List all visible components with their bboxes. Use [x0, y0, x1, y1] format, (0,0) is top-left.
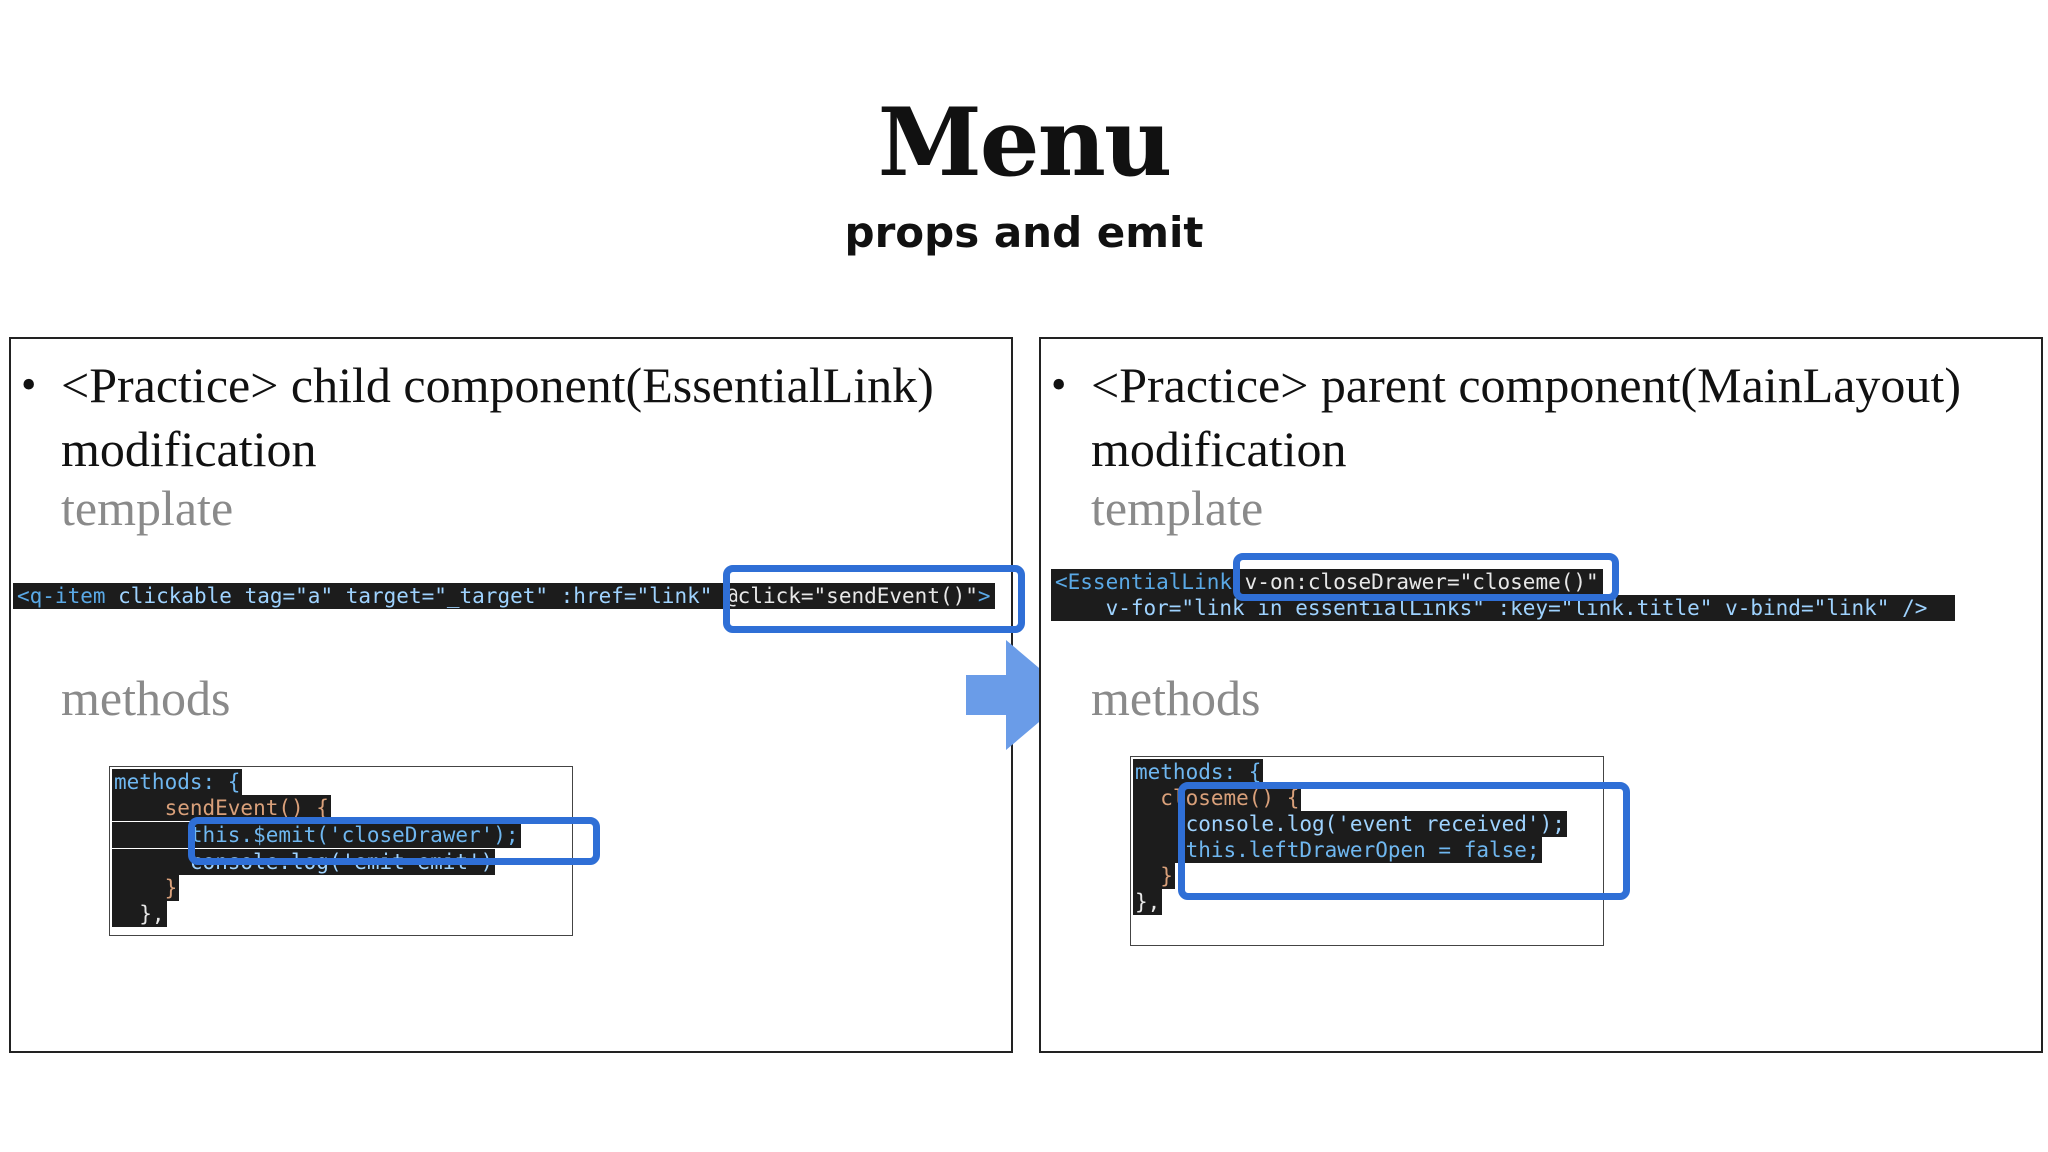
bullet-icon: •: [21, 360, 37, 409]
slide-subtitle: props and emit: [844, 208, 1204, 257]
code-line: }: [1133, 863, 1175, 889]
code-attrs: clickable tag="a" target="_target" :href…: [105, 584, 726, 608]
closeme-highlight-box: [1178, 782, 1630, 900]
panel-heading: <Practice> child component(EssentialLink…: [61, 357, 934, 477]
code-line: console.log('event received');: [1133, 811, 1567, 837]
code-line: sendEvent() {: [112, 795, 331, 821]
code-tag: <EssentialLink: [1055, 570, 1233, 594]
methods-label: methods: [1091, 670, 1261, 726]
code-line: },: [112, 901, 167, 927]
bullet-icon: •: [1051, 360, 1067, 409]
code-line: this.$emit('closeDrawer');: [112, 822, 521, 848]
emit-highlight-box: [188, 817, 600, 865]
code-click-attr: @click="sendEvent()": [725, 584, 978, 608]
code-line: }: [112, 875, 180, 901]
code-line: },: [1133, 889, 1163, 915]
code-line: methods: {: [1133, 759, 1264, 785]
methods-label: methods: [61, 670, 231, 726]
template-code-line: <q-item clickable tag="a" target="_targe…: [13, 583, 995, 609]
panel-heading: <Practice> parent component(MainLayout) …: [1091, 357, 1961, 477]
click-highlight-box: [723, 565, 1025, 633]
code-line: this.leftDrawerOpen = false;: [1133, 837, 1542, 863]
code-tag-close: >: [977, 584, 991, 608]
von-highlight-box: [1233, 553, 1619, 601]
slide-title: Menu: [877, 88, 1173, 198]
methods-snippet: methods: { sendEvent() { this.$emit('clo…: [109, 766, 573, 936]
code-von-attr: v-on:closeDrawer="closeme()": [1232, 570, 1599, 594]
child-component-panel: • <Practice> child component(EssentialLi…: [9, 337, 1025, 1053]
template-label: template: [61, 480, 234, 536]
template-label: template: [1091, 480, 1264, 536]
template-code-line: <EssentialLink v-on:closeDrawer="closeme…: [1051, 569, 1603, 595]
code-line: methods: {: [112, 769, 243, 795]
right-arrow-icon: [966, 640, 1071, 750]
code-tag: <q-item: [17, 584, 106, 608]
parent-component-panel: • <Practice> parent component(MainLayout…: [1039, 337, 2043, 1053]
